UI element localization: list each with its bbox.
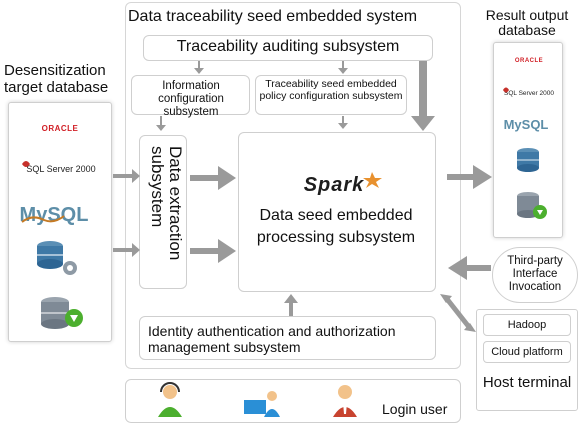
user-tie-icon (333, 385, 357, 417)
processing-box (238, 132, 436, 292)
cloud-platform-box (483, 341, 571, 363)
left-db-download-icon (41, 297, 83, 329)
left-db-gear-icon (37, 241, 77, 275)
info-config-label: Information configuration subsystem (158, 80, 224, 119)
hadoop-box (483, 314, 571, 336)
login-user-label: Login user (382, 401, 448, 417)
identity-label: Identity authentication and authorizatio… (148, 323, 396, 356)
right-oracle-logo: ORACLE (514, 58, 544, 64)
right-db-icon (517, 148, 539, 172)
user-computer-icon (244, 391, 280, 417)
right-sqlserver-logo: SQL Server 2000 (504, 90, 554, 97)
identity-box (139, 316, 436, 360)
extraction-label: Data extraction subsystem (148, 146, 185, 261)
left-db-title: Desensitization target database (4, 62, 109, 97)
left-oracle-logo: ORACLE (41, 124, 79, 133)
info-config-box (131, 75, 250, 115)
right-sqlserver-icon (503, 87, 509, 93)
third-party-label: Third-party Interface Invocation (507, 255, 563, 294)
right-db-download-icon (517, 192, 547, 219)
spark-logo: Spark (303, 174, 365, 196)
left-sqlserver-logo: SQL Server 2000 (26, 164, 96, 174)
right-mysql-logo: MySQL (503, 117, 549, 132)
system-title: Data traceability seed embedded system (128, 8, 418, 25)
extraction-box (139, 135, 187, 289)
hadoop-label: Hadoop (507, 319, 547, 331)
auditing-subsystem-box (143, 35, 433, 61)
third-party-box (492, 247, 578, 303)
user-headset-icon (158, 382, 182, 417)
auditing-subsystem-label: Traceability auditing subsystem (176, 38, 400, 55)
left-sqlserver-icon (22, 161, 30, 167)
policy-config-box (255, 75, 407, 115)
cloud-platform-label: Cloud platform (491, 346, 563, 358)
left-mysql-logo: MySQL (19, 204, 89, 226)
host-terminal-label: Host terminal (482, 374, 572, 391)
left-mysql-icon (21, 215, 65, 223)
processing-label: Data seed embedded processing subsystem (256, 207, 416, 246)
policy-config-label: Traceability seed embedded policy config… (259, 78, 403, 103)
right-db-title: Result output database (485, 7, 569, 38)
